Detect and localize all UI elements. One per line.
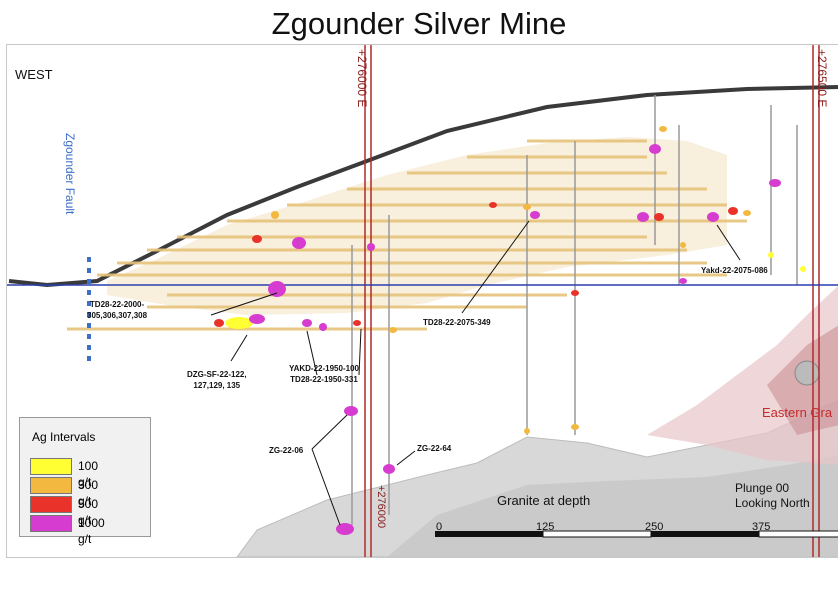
cross-section-svg bbox=[7, 45, 838, 557]
legend-item-label: 300 g/t bbox=[78, 478, 99, 508]
legend-item-label: 100 g/t bbox=[78, 459, 99, 489]
drillhole-label-zg-64: ZG-22-64 bbox=[417, 444, 452, 453]
granite-depth-label: Granite at depth bbox=[497, 493, 591, 508]
ag-interval-markers bbox=[214, 126, 806, 535]
drillhole-label-line: YAKD-22-1950-100 bbox=[289, 364, 359, 373]
scale-bar bbox=[435, 530, 838, 538]
scale-tick-label: 125 bbox=[536, 521, 555, 533]
plunge-line-1: Plunge 00 bbox=[735, 481, 790, 495]
legend-swatch bbox=[30, 477, 72, 494]
drillhole-label-yakd-1950: YAKD-22-1950-100 TD28-22-1950-331 bbox=[289, 363, 359, 385]
legend-swatch bbox=[30, 515, 72, 532]
legend-swatch bbox=[30, 496, 72, 513]
drillhole-label-td28-2075: TD28-22-2075-349 bbox=[423, 318, 491, 327]
scale-tick-label: 250 bbox=[645, 521, 664, 533]
drillhole-label-line: DZG-SF-22-122, bbox=[187, 370, 247, 379]
easting-label-276000: +276000 E bbox=[355, 49, 369, 108]
leader-lines bbox=[210, 220, 741, 526]
legend-swatch bbox=[30, 458, 72, 475]
easting-label-lower: +276000 bbox=[375, 485, 387, 529]
diagram-title: Zgounder Silver Mine bbox=[271, 6, 567, 41]
drillhole-label-zg-06: ZG-22-06 bbox=[269, 446, 304, 455]
legend-title: Ag Intervals bbox=[32, 430, 96, 444]
direction-label-west: WEST bbox=[15, 67, 53, 82]
scale-tick-label: 0 bbox=[436, 521, 443, 533]
drillhole-label-line: 305,306,307,308 bbox=[87, 311, 148, 320]
legend-item-label: 1000 g/t bbox=[78, 516, 105, 546]
drillhole-label-line: TD28-22-2000- bbox=[89, 300, 145, 309]
eastern-granite-label: Eastern Gra bbox=[762, 405, 833, 420]
legend-item-label: 500 g/t bbox=[78, 497, 99, 527]
vein-envelope bbox=[107, 137, 727, 315]
legend-box: Ag Intervals 100 g/t 300 g/t 500 g/t 100… bbox=[19, 417, 151, 546]
plunge-label: Plunge 00 Looking North bbox=[735, 481, 810, 511]
easting-label-276500: +276500 E bbox=[815, 49, 829, 108]
drillhole-label-td28-2000: TD28-22-2000- 305,306,307,308 bbox=[87, 299, 147, 321]
drillhole-label-yakd-2075: Yakd-22-2075-086 bbox=[701, 266, 768, 275]
eastern-granite-knob bbox=[794, 360, 820, 386]
drillhole-label-line: 127,129, 135 bbox=[193, 381, 241, 390]
scale-tick-label: 375 bbox=[752, 521, 771, 533]
cross-section-frame: WEST Zgounder Fault +276000 E +276500 E … bbox=[6, 44, 838, 558]
plunge-line-2: Looking North bbox=[735, 496, 810, 510]
drillhole-label-line: TD28-22-1950-331 bbox=[290, 375, 358, 384]
drillhole-label-dzg-sf: DZG-SF-22-122, 127,129, 135 bbox=[187, 369, 247, 391]
fault-label: Zgounder Fault bbox=[63, 133, 77, 215]
